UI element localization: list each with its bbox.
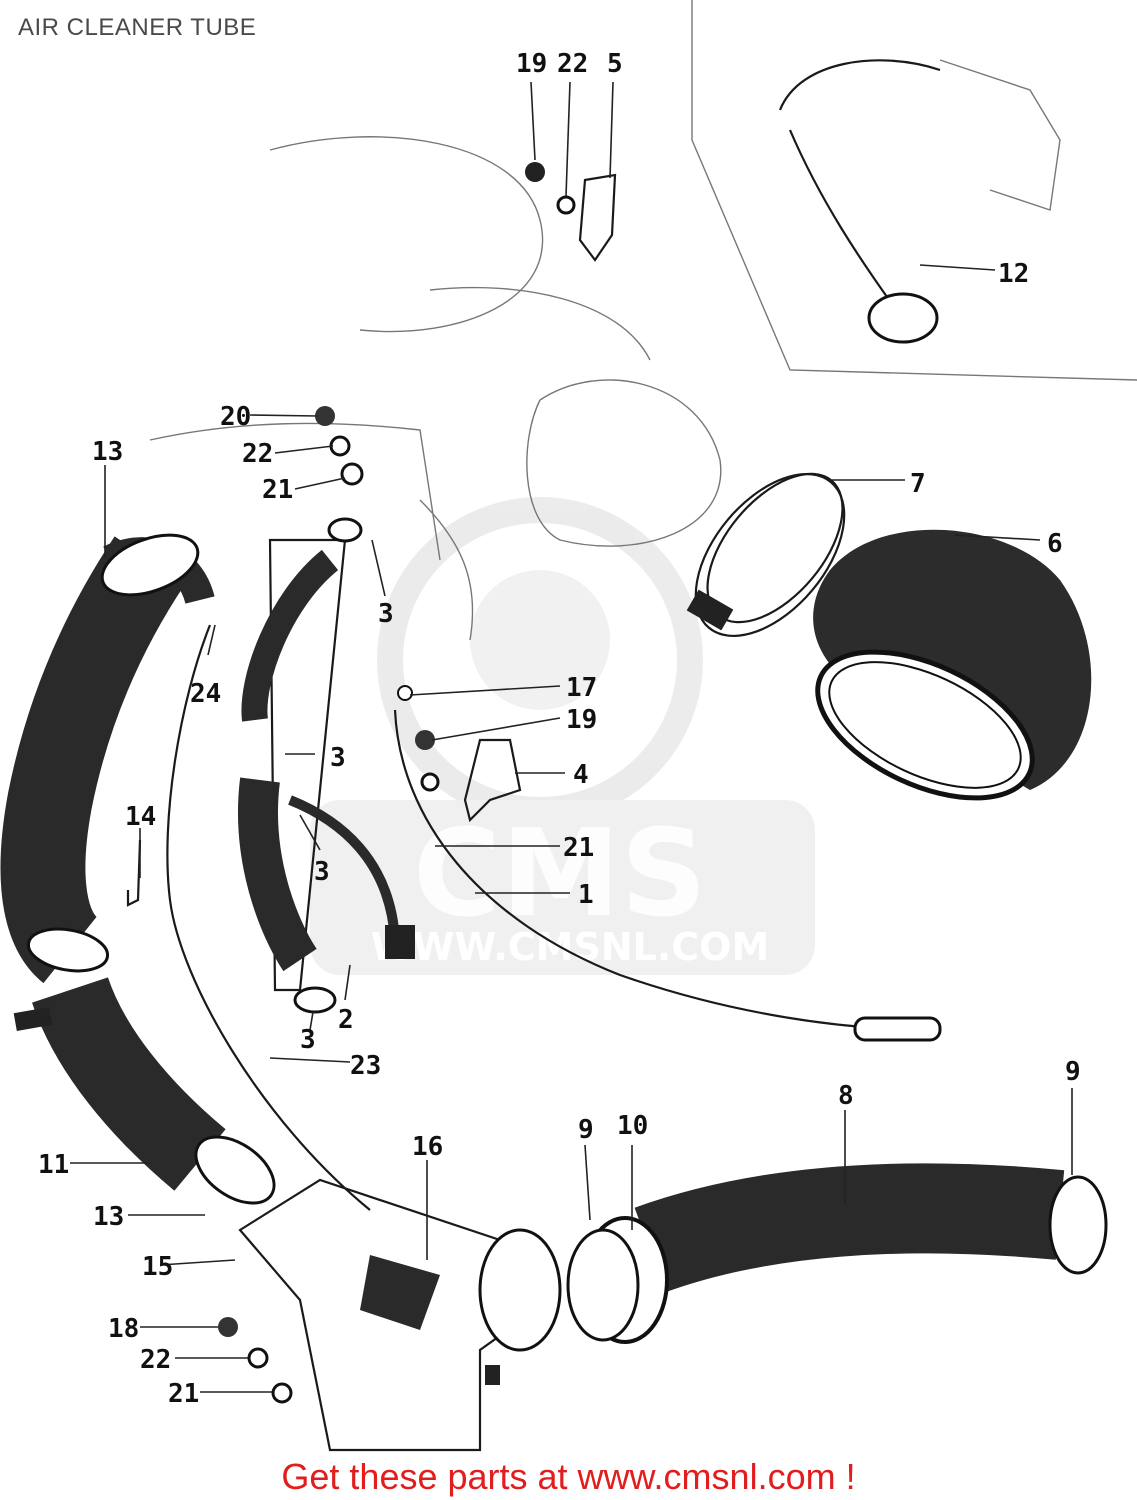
callout: 22	[557, 49, 588, 79]
callout: 5	[607, 49, 623, 79]
bracket-5	[525, 162, 617, 262]
air-box-15	[238, 1178, 562, 1452]
callout: 3	[378, 599, 394, 629]
clamp-7	[686, 472, 846, 638]
callout: 2	[338, 1005, 354, 1035]
air-box-outline	[149, 136, 722, 641]
callout: 23	[350, 1051, 381, 1081]
hose-8	[566, 1163, 1108, 1344]
page-title: AIR CLEANER TUBE	[18, 14, 257, 41]
watermark-url: WWW.CMSNL.COM	[371, 925, 770, 969]
callout: 19	[516, 49, 547, 79]
inset-frame	[691, 0, 1137, 381]
callout: 21	[563, 833, 594, 863]
callout: 16	[412, 1132, 443, 1162]
callout: 17	[566, 673, 597, 703]
watermark-logo	[310, 497, 815, 975]
callout: 12	[998, 259, 1029, 289]
callout: 1	[578, 880, 594, 910]
callout: 22	[242, 439, 273, 469]
nut-washers	[315, 406, 364, 486]
callout: 4	[573, 760, 589, 790]
boot-6	[813, 529, 1092, 801]
callout: 3	[330, 743, 346, 773]
callout: 20	[220, 402, 251, 432]
leader-lines	[70, 81, 1073, 1393]
callout: 21	[168, 1379, 199, 1409]
cable-end	[853, 1016, 942, 1042]
callout: 11	[38, 1150, 69, 1180]
callout: 3	[300, 1025, 316, 1055]
bracket-14	[126, 839, 142, 907]
callout: 24	[190, 679, 221, 709]
callout: 8	[838, 1081, 854, 1111]
switch-4	[397, 685, 522, 823]
callout: 21	[262, 475, 293, 505]
hose-12	[778, 59, 1061, 344]
callout: 13	[93, 1202, 124, 1232]
callout: 15	[142, 1252, 173, 1282]
small-parts-18	[218, 1317, 293, 1404]
callout: 18	[108, 1314, 139, 1344]
watermark-brand: CMS	[413, 805, 707, 944]
callout: 10	[617, 1111, 648, 1141]
callout: 3	[314, 857, 330, 887]
cable-1	[393, 709, 936, 1032]
footer-link[interactable]: Get these parts at www.cmsnl.com !	[281, 1456, 856, 1497]
callout: 13	[92, 437, 123, 467]
callout: 14	[125, 802, 156, 832]
callout: 7	[910, 469, 926, 499]
callout: 9	[1065, 1057, 1081, 1087]
callout-labels: 19 22 5 12 20 22 21 13 7 6 3 24 17 19 3 …	[38, 49, 1081, 1409]
callout: 6	[1047, 529, 1063, 559]
rod-24	[166, 624, 371, 1211]
breather-tube-2	[238, 517, 415, 1014]
callout: 19	[566, 705, 597, 735]
callout: 9	[578, 1115, 594, 1145]
callout: 22	[140, 1345, 171, 1375]
hose-11	[0, 533, 276, 1205]
